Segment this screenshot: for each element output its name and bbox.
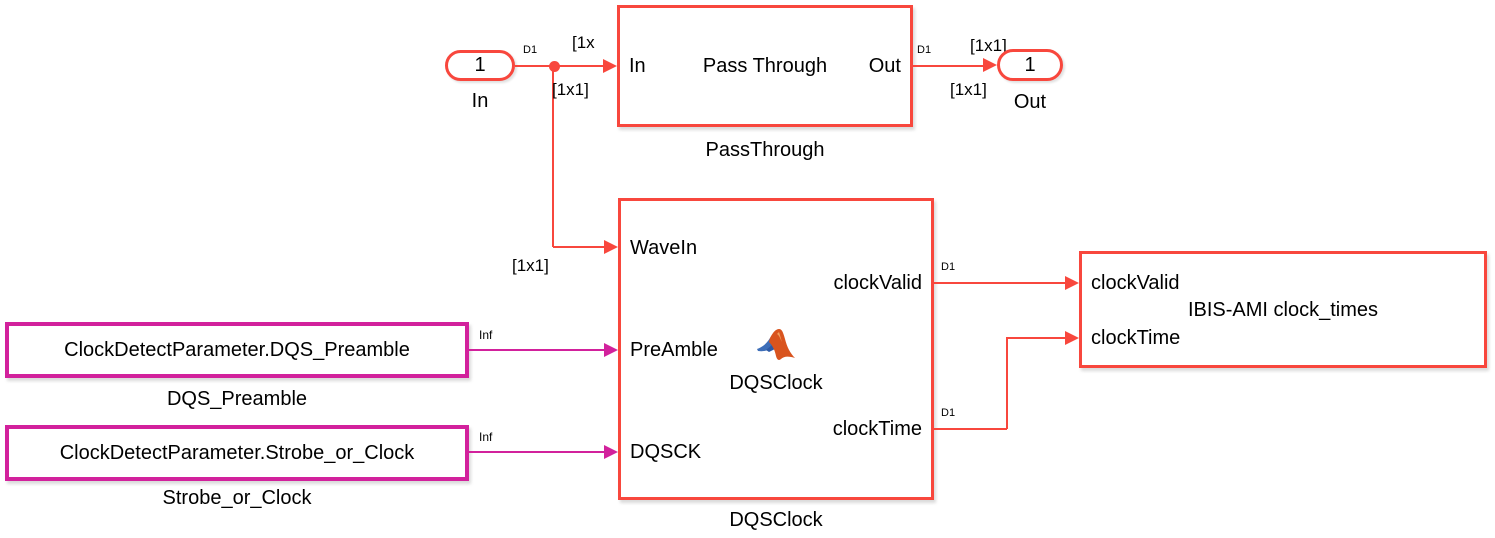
outport-block[interactable]: 1: [997, 49, 1063, 81]
annotation-signal-dimension: [1x1]: [552, 80, 589, 99]
annotation-signal-dimension: [1x1]: [950, 80, 987, 99]
arrowhead-wavein: [604, 240, 618, 254]
wire-clockvalid[interactable]: [934, 282, 1066, 284]
annotation-signal-dimension: [1x: [572, 33, 595, 52]
ibis-port-clockvalid-label: clockValid: [1091, 272, 1180, 294]
passthrough-title: Pass Through: [702, 55, 828, 77]
wire-passthrough-to-out[interactable]: [913, 65, 984, 67]
arrowhead-ibis-clockvalid: [1065, 276, 1079, 290]
inport-block[interactable]: 1: [445, 50, 515, 81]
dqsclock-port-clocktime-label: clockTime: [832, 418, 922, 440]
annotation-sample-time: D1: [941, 261, 956, 273]
dqs-preamble-name-label[interactable]: DQS_Preamble: [166, 388, 308, 410]
wire-branch-vertical[interactable]: [552, 66, 554, 247]
wire-preamble[interactable]: [469, 349, 605, 351]
matlab-function-icon: [757, 329, 795, 360]
outport-number: 1: [1024, 53, 1036, 76]
dqs-preamble-constant-block[interactable]: ClockDetectParameter.DQS_Preamble: [5, 322, 469, 378]
outport-name-label[interactable]: Out: [1013, 91, 1047, 113]
wire-clocktime-seg3[interactable]: [1007, 337, 1066, 339]
arrowhead-passthrough-in: [603, 59, 617, 73]
arrowhead-dqsck: [604, 445, 618, 459]
strobe-or-clock-constant-block[interactable]: ClockDetectParameter.Strobe_or_Clock: [5, 425, 469, 481]
strobe-or-clock-expression: ClockDetectParameter.Strobe_or_Clock: [59, 441, 415, 464]
annotation-sample-time: D1: [523, 44, 538, 56]
ibis-clock-times-block[interactable]: clockValid IBIS-AMI clock_times clockTim…: [1079, 251, 1487, 368]
inport-number: 1: [474, 54, 486, 76]
passthrough-port-in-label: In: [629, 55, 646, 77]
annotation-sample-time: D1: [941, 407, 956, 419]
passthrough-name-label[interactable]: PassThrough: [705, 139, 825, 161]
dqsclock-icon-caption: DQSClock: [729, 372, 823, 394]
annotation-sample-time: D1: [917, 44, 932, 56]
dqsclock-block[interactable]: WaveIn PreAmble DQSCK clockValid clockTi…: [618, 198, 934, 500]
dqsclock-port-wavein-label: WaveIn: [630, 237, 698, 259]
dqsclock-port-dqsck-label: DQSCK: [630, 441, 702, 463]
inport-name-label[interactable]: In: [471, 90, 489, 112]
wire-in-to-passthrough[interactable]: [515, 65, 605, 67]
annotation-sample-time: Inf: [479, 328, 493, 342]
dqsclock-port-clockvalid-label: clockValid: [833, 272, 922, 294]
annotation-signal-dimension: [1x1]: [512, 256, 549, 275]
passthrough-port-out-label: Out: [868, 55, 901, 77]
dqs-preamble-expression: ClockDetectParameter.DQS_Preamble: [64, 338, 410, 361]
wire-clocktime-seg1[interactable]: [934, 428, 1007, 430]
arrowhead-outport: [983, 58, 997, 72]
wire-dqsck[interactable]: [469, 451, 605, 453]
ibis-port-clocktime-label: clockTime: [1091, 327, 1181, 349]
annotation-signal-dimension: [1x1]: [970, 36, 1007, 55]
ibis-title: IBIS-AMI clock_times: [1187, 299, 1379, 321]
strobe-or-clock-name-label[interactable]: Strobe_or_Clock: [162, 487, 312, 509]
dqsclock-name-label[interactable]: DQSClock: [729, 509, 823, 531]
annotation-sample-time: Inf: [479, 430, 493, 444]
dqsclock-port-preamble-label: PreAmble: [630, 339, 718, 361]
arrowhead-ibis-clocktime: [1065, 331, 1079, 345]
arrowhead-preamble: [604, 343, 618, 357]
passthrough-block[interactable]: In Pass Through Out: [617, 5, 913, 127]
wire-branch-to-wavein[interactable]: [553, 246, 604, 248]
wire-clocktime-seg2[interactable]: [1006, 337, 1008, 429]
wire-branch-point[interactable]: [549, 61, 560, 72]
